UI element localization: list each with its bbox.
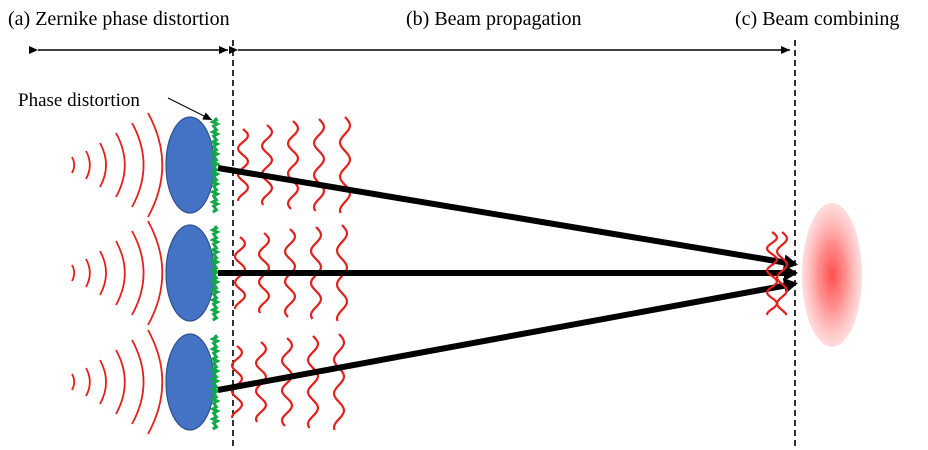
distorted-wavefront <box>286 120 300 210</box>
beam-path <box>217 165 789 266</box>
incoming-wavefront-arc <box>115 240 126 306</box>
lens-ellipse <box>165 333 215 431</box>
distorted-wavefront <box>338 116 352 214</box>
incoming-wavefront-arc <box>71 156 76 174</box>
distorted-wavefront <box>312 118 326 212</box>
incoming-wavefront-arc <box>147 220 164 326</box>
beam-group <box>217 165 798 393</box>
section-c-title: (c) Beam combining <box>735 8 899 30</box>
incoming-wavefront-arc <box>85 150 91 180</box>
distorted-wavefront <box>261 124 273 206</box>
lens-ellipse <box>165 116 215 214</box>
incoming-wavefront-arc <box>85 258 91 288</box>
phase-distortion-squiggle <box>209 225 221 322</box>
incoming-wavefront-arc <box>99 250 107 296</box>
incoming-wavefront-arc <box>71 373 76 391</box>
phase-distortion-label: Phase distortion <box>18 90 140 111</box>
combining-wavefront <box>775 231 789 316</box>
incoming-wavefront-arc <box>131 339 145 425</box>
section-a-title: (a) Zernike phase distortion <box>8 8 230 30</box>
incoming-wavefront-arc <box>115 132 126 198</box>
combining-wavefront <box>765 231 779 316</box>
phase-distortion-squiggle <box>209 117 221 214</box>
lens-group <box>165 116 215 431</box>
phase-distortion-pointer <box>167 97 213 121</box>
incoming-wavefront-arc <box>71 264 76 282</box>
phase-distortion-group <box>209 117 221 431</box>
incoming-wavefront-arc <box>85 367 91 397</box>
distorted-wavefront <box>236 128 250 202</box>
incoming-wavefront-arc <box>99 359 107 405</box>
beam-arrowhead <box>784 265 798 281</box>
distorted-wavefront <box>306 335 320 429</box>
distorted-wavefront <box>230 345 244 419</box>
combined-beam-spot <box>802 203 862 347</box>
incoming-wavefront-arc <box>99 142 107 188</box>
distorted-wavefront <box>280 337 294 427</box>
phase-distortion-squiggle <box>209 334 221 431</box>
combining-wavefront-group <box>765 231 789 316</box>
incoming-wavefront-arc <box>147 329 164 435</box>
incoming-wavefront-arc <box>147 112 164 218</box>
incoming-wavefronts <box>71 112 164 435</box>
distorted-wavefront <box>332 333 346 431</box>
incoming-wavefront-arc <box>131 122 145 208</box>
lens-ellipse <box>165 224 215 322</box>
section-b-title: (b) Beam propagation <box>406 8 582 30</box>
beam-path <box>217 282 789 393</box>
incoming-wavefront-arc <box>115 349 126 415</box>
incoming-wavefront-arc <box>131 230 145 316</box>
